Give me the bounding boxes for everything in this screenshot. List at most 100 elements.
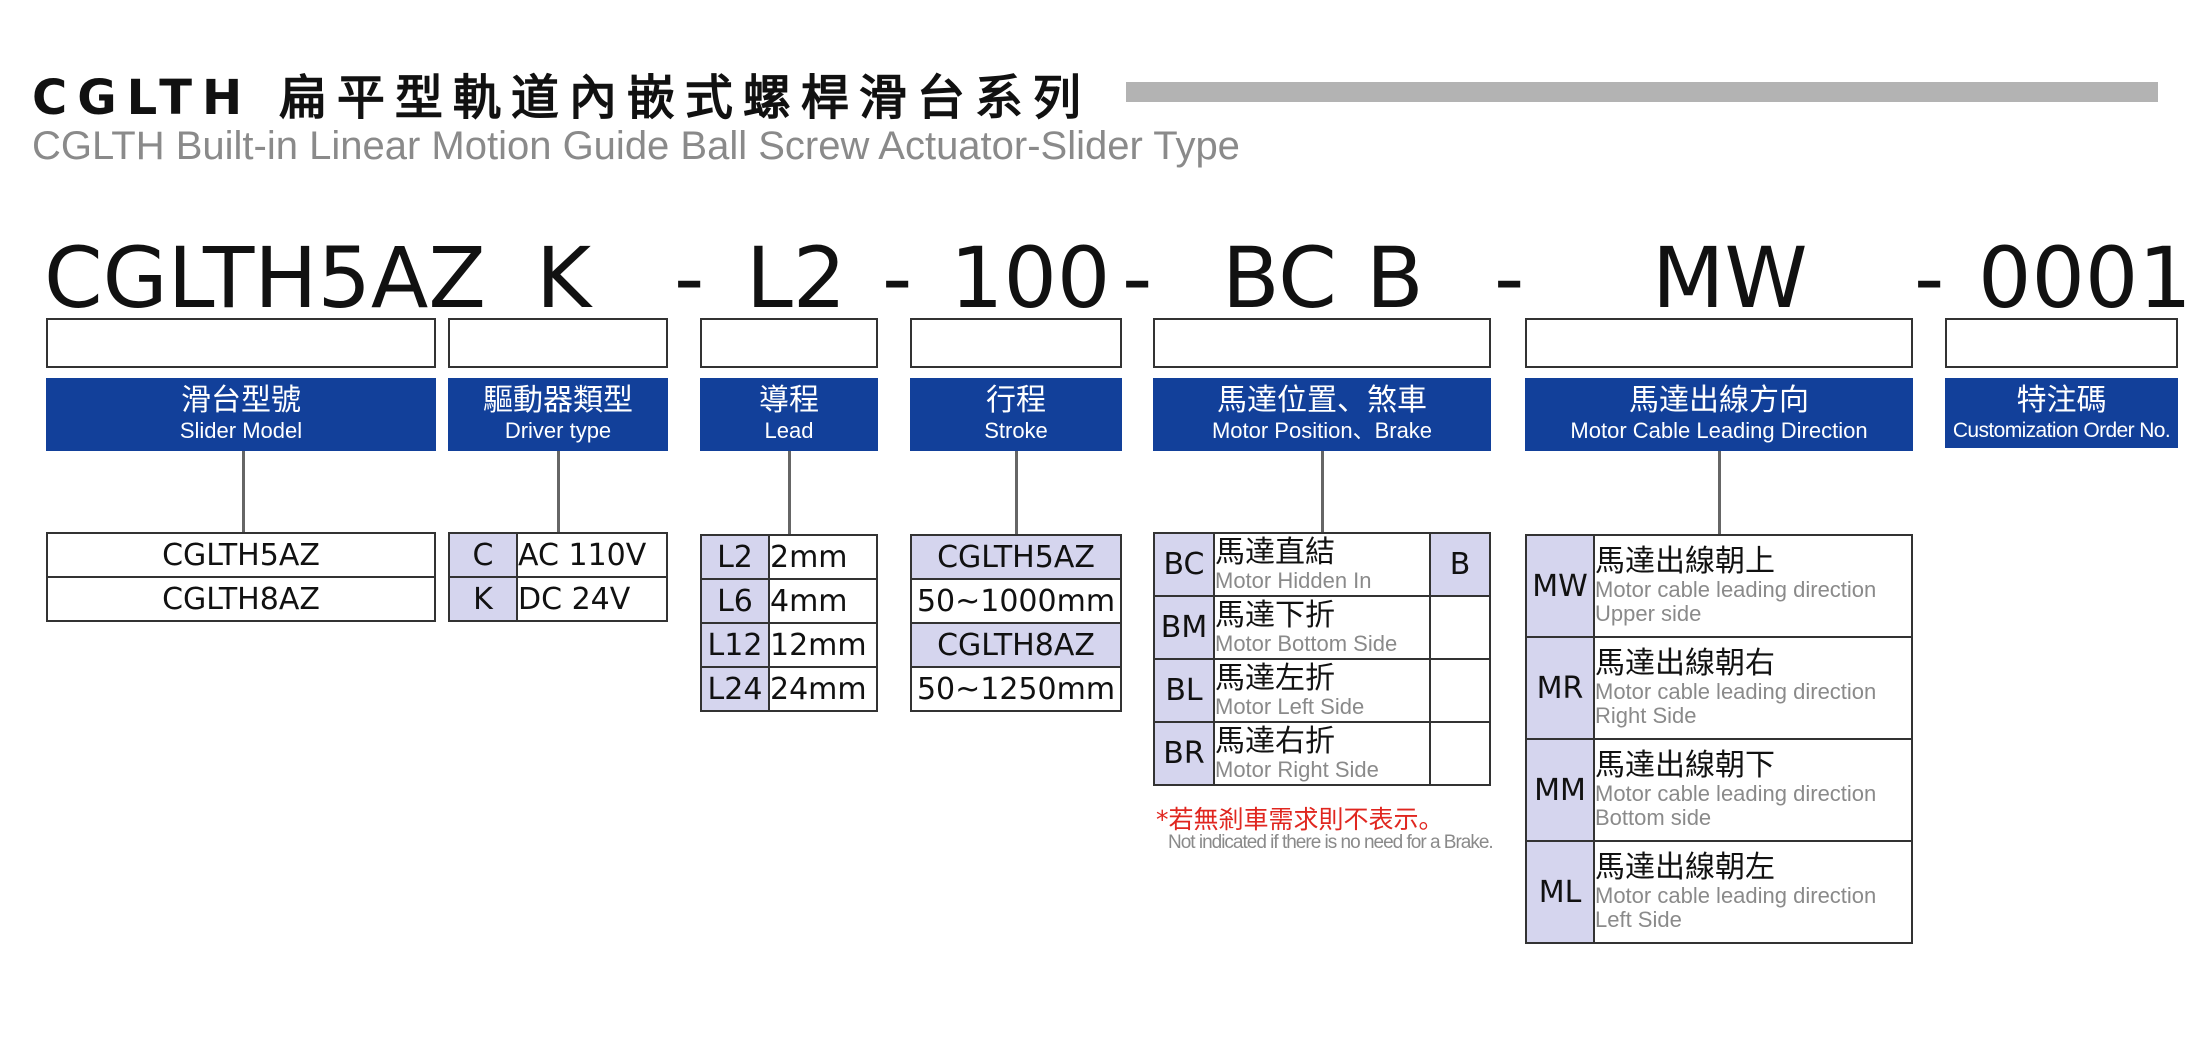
header-cn: 驅動器類型 xyxy=(483,383,633,418)
motor-position-en: Motor Hidden In xyxy=(1215,567,1372,593)
driver-code: C xyxy=(448,532,518,578)
cable-direction-en: Motor cable leading direction xyxy=(1595,679,1877,704)
motor-position-cn: 馬達左折 xyxy=(1215,660,1335,696)
stroke-range: 50~1000mm xyxy=(910,578,1122,624)
code-separator: - xyxy=(674,229,705,327)
lead-label: 4mm xyxy=(768,578,878,624)
connector-line xyxy=(788,451,791,534)
cable-direction-en: Motor cable leading direction xyxy=(1595,883,1877,908)
lead-code: L12 xyxy=(700,622,770,668)
table-row: CGLTH5AZ xyxy=(910,534,1122,580)
header-stroke: 行程 Stroke xyxy=(910,378,1122,451)
code-box-driver-type xyxy=(448,318,668,368)
table-row: BL 馬達左折 Motor Left Side xyxy=(1153,658,1491,723)
motor-position-cn: 馬達右折 xyxy=(1215,723,1335,759)
cable-direction-side: Right Side xyxy=(1595,703,1697,728)
cable-direction-code: MM xyxy=(1525,738,1595,842)
slider-model-cell: CGLTH8AZ xyxy=(46,576,436,622)
table-row: BC 馬達直結 Motor Hidden In B xyxy=(1153,532,1491,597)
code-lead: L2 xyxy=(746,229,847,327)
header-driver-type: 驅動器類型 Driver type xyxy=(448,378,668,451)
cable-direction-code: ML xyxy=(1525,840,1595,944)
brake-code: B xyxy=(1429,532,1491,597)
motor-position-en: Motor Left Side xyxy=(1215,693,1365,719)
title-divider-bar xyxy=(1126,82,2158,102)
motor-position-desc: 馬達下折 Motor Bottom Side xyxy=(1213,595,1431,660)
lead-code: L24 xyxy=(700,666,770,712)
motor-position-code: BR xyxy=(1153,721,1215,786)
lead-code: L2 xyxy=(700,534,770,580)
motor-position-desc: 馬達直結 Motor Hidden In xyxy=(1213,532,1431,597)
stroke-range: 50~1250mm xyxy=(910,666,1122,712)
driver-label: AC 110V xyxy=(516,532,668,578)
slider-model-table: CGLTH5AZ CGLTH8AZ xyxy=(46,532,436,622)
driver-code: K xyxy=(448,576,518,622)
table-row: MM 馬達出線朝下 Motor cable leading direction … xyxy=(1525,738,1913,842)
slider-model-cell: CGLTH5AZ xyxy=(46,532,436,578)
table-row: L24 24mm xyxy=(700,666,878,712)
table-row: CGLTH8AZ xyxy=(910,622,1122,668)
cable-direction-desc: 馬達出線朝左 Motor cable leading direction Lef… xyxy=(1593,840,1913,944)
table-row: BR 馬達右折 Motor Right Side xyxy=(1153,721,1491,786)
stroke-model: CGLTH5AZ xyxy=(910,534,1122,580)
cable-direction-cn: 馬達出線朝上 xyxy=(1595,544,1775,579)
code-cable-direction: MW xyxy=(1652,229,1808,327)
table-row: BM 馬達下折 Motor Bottom Side xyxy=(1153,595,1491,660)
header-en: Motor Position、Brake xyxy=(1211,418,1433,443)
header-en: Customization Order No. xyxy=(1952,419,2171,442)
table-row: K DC 24V xyxy=(448,576,668,622)
table-row: ML 馬達出線朝左 Motor cable leading direction … xyxy=(1525,840,1913,944)
code-slider-model: CGLTH5AZ xyxy=(44,229,486,327)
cable-direction-side: Left Side xyxy=(1595,907,1682,932)
page-title: CGLTH 扁平型軌道內嵌式螺桿滑台系列 xyxy=(32,70,1091,126)
stroke-model: CGLTH8AZ xyxy=(910,622,1122,668)
code-separator: - xyxy=(1494,229,1525,327)
table-row: C AC 110V xyxy=(448,532,668,578)
brake-note-cn: *若無剎車需求則不表示。 xyxy=(1156,805,1444,834)
header-customization: 特注碼 Customization Order No. xyxy=(1945,378,2178,448)
lead-label: 12mm xyxy=(768,622,878,668)
code-box-cable-direction xyxy=(1525,318,1913,368)
motor-position-cn: 馬達下折 xyxy=(1215,597,1335,633)
code-driver-type: K xyxy=(536,229,592,327)
header-lead: 導程 Lead xyxy=(700,378,878,451)
header-en: Stroke xyxy=(984,418,1048,443)
header-cn: 馬達出線方向 xyxy=(1629,383,1809,418)
code-customization: 0001 xyxy=(1978,229,2192,327)
motor-position-code: BM xyxy=(1153,595,1215,660)
header-cn: 馬達位置、煞車 xyxy=(1217,383,1427,418)
cable-direction-cn: 馬達出線朝下 xyxy=(1595,748,1775,783)
code-brake: B xyxy=(1366,229,1424,327)
cable-direction-cn: 馬達出線朝右 xyxy=(1595,646,1775,681)
table-row: 50~1000mm xyxy=(910,578,1122,624)
header-cn: 行程 xyxy=(986,383,1046,418)
header-en: Lead xyxy=(764,418,814,443)
motor-position-desc: 馬達右折 Motor Right Side xyxy=(1213,721,1431,786)
code-separator: - xyxy=(882,229,913,327)
motor-position-table: BC 馬達直結 Motor Hidden In B BM 馬達下折 Motor … xyxy=(1153,532,1491,786)
lead-label: 24mm xyxy=(768,666,878,712)
cable-direction-desc: 馬達出線朝下 Motor cable leading direction Bot… xyxy=(1593,738,1913,842)
table-row: MW 馬達出線朝上 Motor cable leading direction … xyxy=(1525,534,1913,638)
driver-label: DC 24V xyxy=(516,576,668,622)
motor-position-desc: 馬達左折 Motor Left Side xyxy=(1213,658,1431,723)
table-row: CGLTH5AZ xyxy=(46,532,436,578)
header-cable-direction: 馬達出線方向 Motor Cable Leading Direction xyxy=(1525,378,1913,451)
table-row: L12 12mm xyxy=(700,622,878,668)
header-en: Driver type xyxy=(504,418,612,443)
connector-line xyxy=(1718,451,1721,534)
code-box-slider-model xyxy=(46,318,436,368)
cable-direction-en: Motor cable leading direction xyxy=(1595,781,1877,806)
table-row: L2 2mm xyxy=(700,534,878,580)
motor-position-cn: 馬達直結 xyxy=(1215,534,1335,570)
header-motor-position: 馬達位置、煞車 Motor Position、Brake xyxy=(1153,378,1491,451)
table-row: 50~1250mm xyxy=(910,666,1122,712)
lead-table: L2 2mm L6 4mm L12 12mm L24 24mm xyxy=(700,534,878,712)
lead-label: 2mm xyxy=(768,534,878,580)
motor-position-code: BL xyxy=(1153,658,1215,723)
cable-direction-desc: 馬達出線朝右 Motor cable leading direction Rig… xyxy=(1593,636,1913,740)
connector-line xyxy=(242,451,245,532)
stroke-table: CGLTH5AZ 50~1000mm CGLTH8AZ 50~1250mm xyxy=(910,534,1122,712)
connector-line xyxy=(1015,451,1018,534)
driver-type-table: C AC 110V K DC 24V xyxy=(448,532,668,622)
